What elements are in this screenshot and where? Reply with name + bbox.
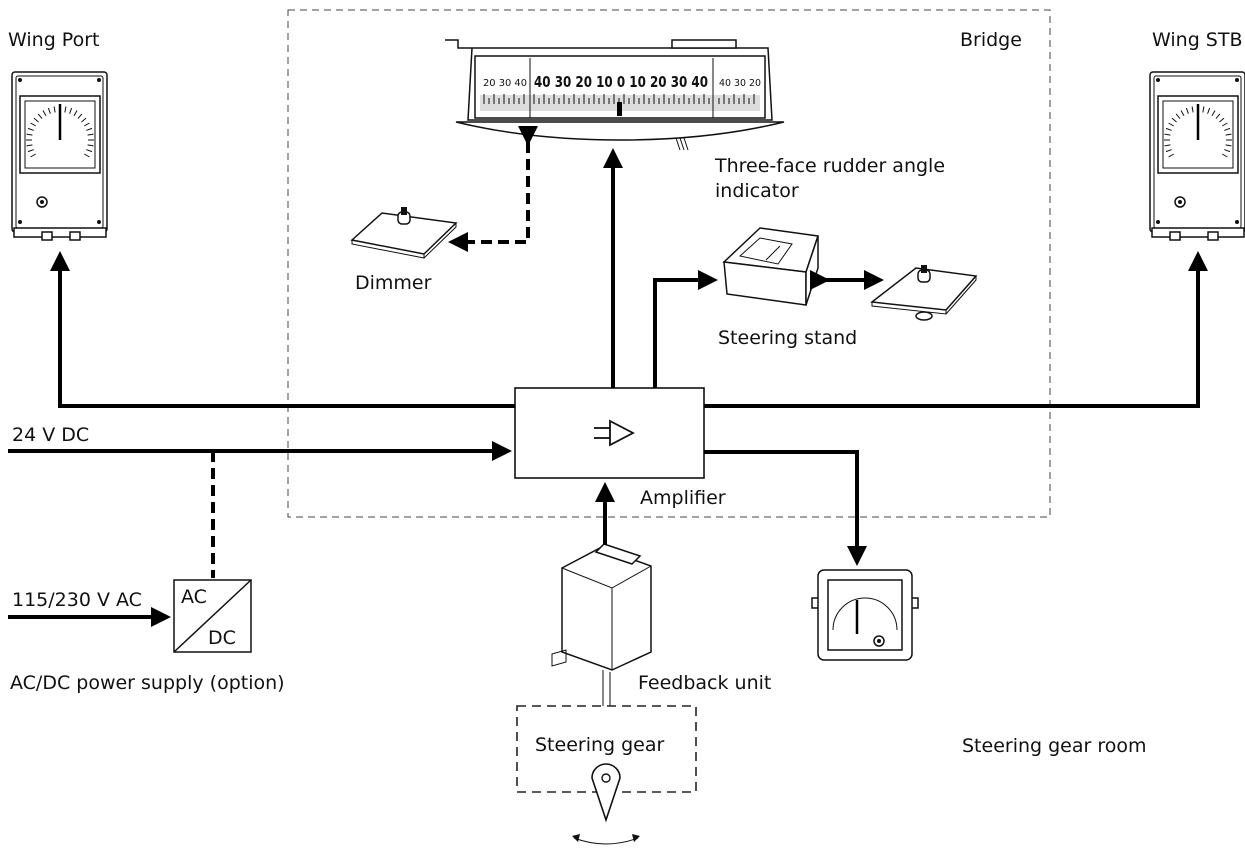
steering-gear-label: Steering gear <box>535 734 665 756</box>
steering-stand-device <box>722 227 819 306</box>
bridge-zone-frame <box>287 9 1051 518</box>
wing-port-indicator <box>11 71 108 241</box>
scale-tick <box>77 113 83 119</box>
scale-tick <box>26 133 33 136</box>
scale-tick <box>1171 117 1177 123</box>
psu-dc-label: DC <box>208 627 236 649</box>
scale-tick <box>1164 133 1171 136</box>
steering-gear-frame <box>516 705 697 793</box>
scale-tick <box>1224 127 1231 131</box>
scale-tick <box>1180 110 1185 117</box>
scale-tick <box>1165 127 1172 131</box>
dial-center-numbers: 40 30 20 10 0 10 20 30 40 <box>534 73 708 91</box>
scale-tick <box>87 133 94 136</box>
scale-tick <box>1168 153 1175 158</box>
indicator-label-line2: indicator <box>715 180 799 202</box>
indicator-label-line1: Three-face rudder angle <box>714 155 945 177</box>
psu-ac-label: AC <box>181 586 207 608</box>
scale-tick <box>83 153 90 158</box>
scale-tick <box>86 127 93 131</box>
scale-tick <box>73 110 78 117</box>
scale-tick <box>1215 113 1221 119</box>
scale-tick <box>1221 122 1228 127</box>
scale-tick <box>1221 153 1228 158</box>
acdc-power-supply: AC DC <box>173 579 252 653</box>
scale-tick <box>64 106 67 113</box>
scale-tick <box>1211 110 1216 117</box>
dc-input-label: 24 V DC <box>12 424 89 446</box>
scale-tick <box>1202 106 1205 113</box>
scale-tick <box>87 144 94 147</box>
scale-tick <box>1175 113 1181 119</box>
scale-tick <box>1185 107 1189 114</box>
scale-tick <box>33 117 39 123</box>
wing-stb-label: Wing STB <box>1152 29 1243 51</box>
amplifier-label: Amplifier <box>640 487 726 509</box>
feedback-unit-device <box>551 543 652 706</box>
dimmer-device <box>350 207 458 259</box>
wing-port-label: Wing Port <box>8 29 99 51</box>
feedback-unit-label: Feedback unit <box>638 672 771 694</box>
scale-tick <box>81 117 87 123</box>
scale-tick <box>1219 117 1225 123</box>
scale-tick <box>86 149 93 153</box>
scale-tick <box>69 107 73 114</box>
scale-tick <box>27 127 34 131</box>
ac-input-label: 115/230 V AC <box>12 589 142 611</box>
wing-stb-indicator <box>1149 71 1245 241</box>
scale-tick <box>1207 107 1211 114</box>
stand-dimmer-device <box>870 265 978 321</box>
connections <box>8 126 1208 627</box>
scale-tick <box>47 107 51 114</box>
scale-tick <box>30 153 37 158</box>
gear-room-indicator <box>811 569 919 661</box>
steering-stand-label: Steering stand <box>718 327 857 349</box>
bridge-label: Bridge <box>960 29 1022 51</box>
scale-tick <box>1164 144 1171 147</box>
dial-left-numbers: 20 30 40 <box>483 78 527 89</box>
scale-tick <box>1225 144 1232 147</box>
scale-tick <box>53 106 56 113</box>
scale-tick <box>37 113 43 119</box>
dimmer-label: Dimmer <box>355 272 432 294</box>
scale-tick <box>1168 122 1175 127</box>
scale-tick <box>1225 133 1232 136</box>
scale-tick <box>26 144 33 147</box>
scale-tick <box>1191 106 1194 113</box>
scale-tick <box>83 122 90 127</box>
psu-caption: AC/DC power supply (option) <box>10 672 285 694</box>
scale-tick <box>1224 149 1231 153</box>
scale-tick <box>30 122 37 127</box>
steering-gear-room-label: Steering gear room <box>962 735 1147 757</box>
dial-right-numbers: 40 30 20 <box>719 78 761 89</box>
scale-tick <box>1165 149 1172 153</box>
scale-tick <box>27 149 34 153</box>
amplifier-symbol-icon <box>594 419 635 447</box>
rudder-icon <box>572 763 640 845</box>
scale-tick <box>42 110 47 117</box>
three-face-indicator: 20 30 40 40 30 20 10 0 10 20 30 40 40 30… <box>445 39 785 151</box>
